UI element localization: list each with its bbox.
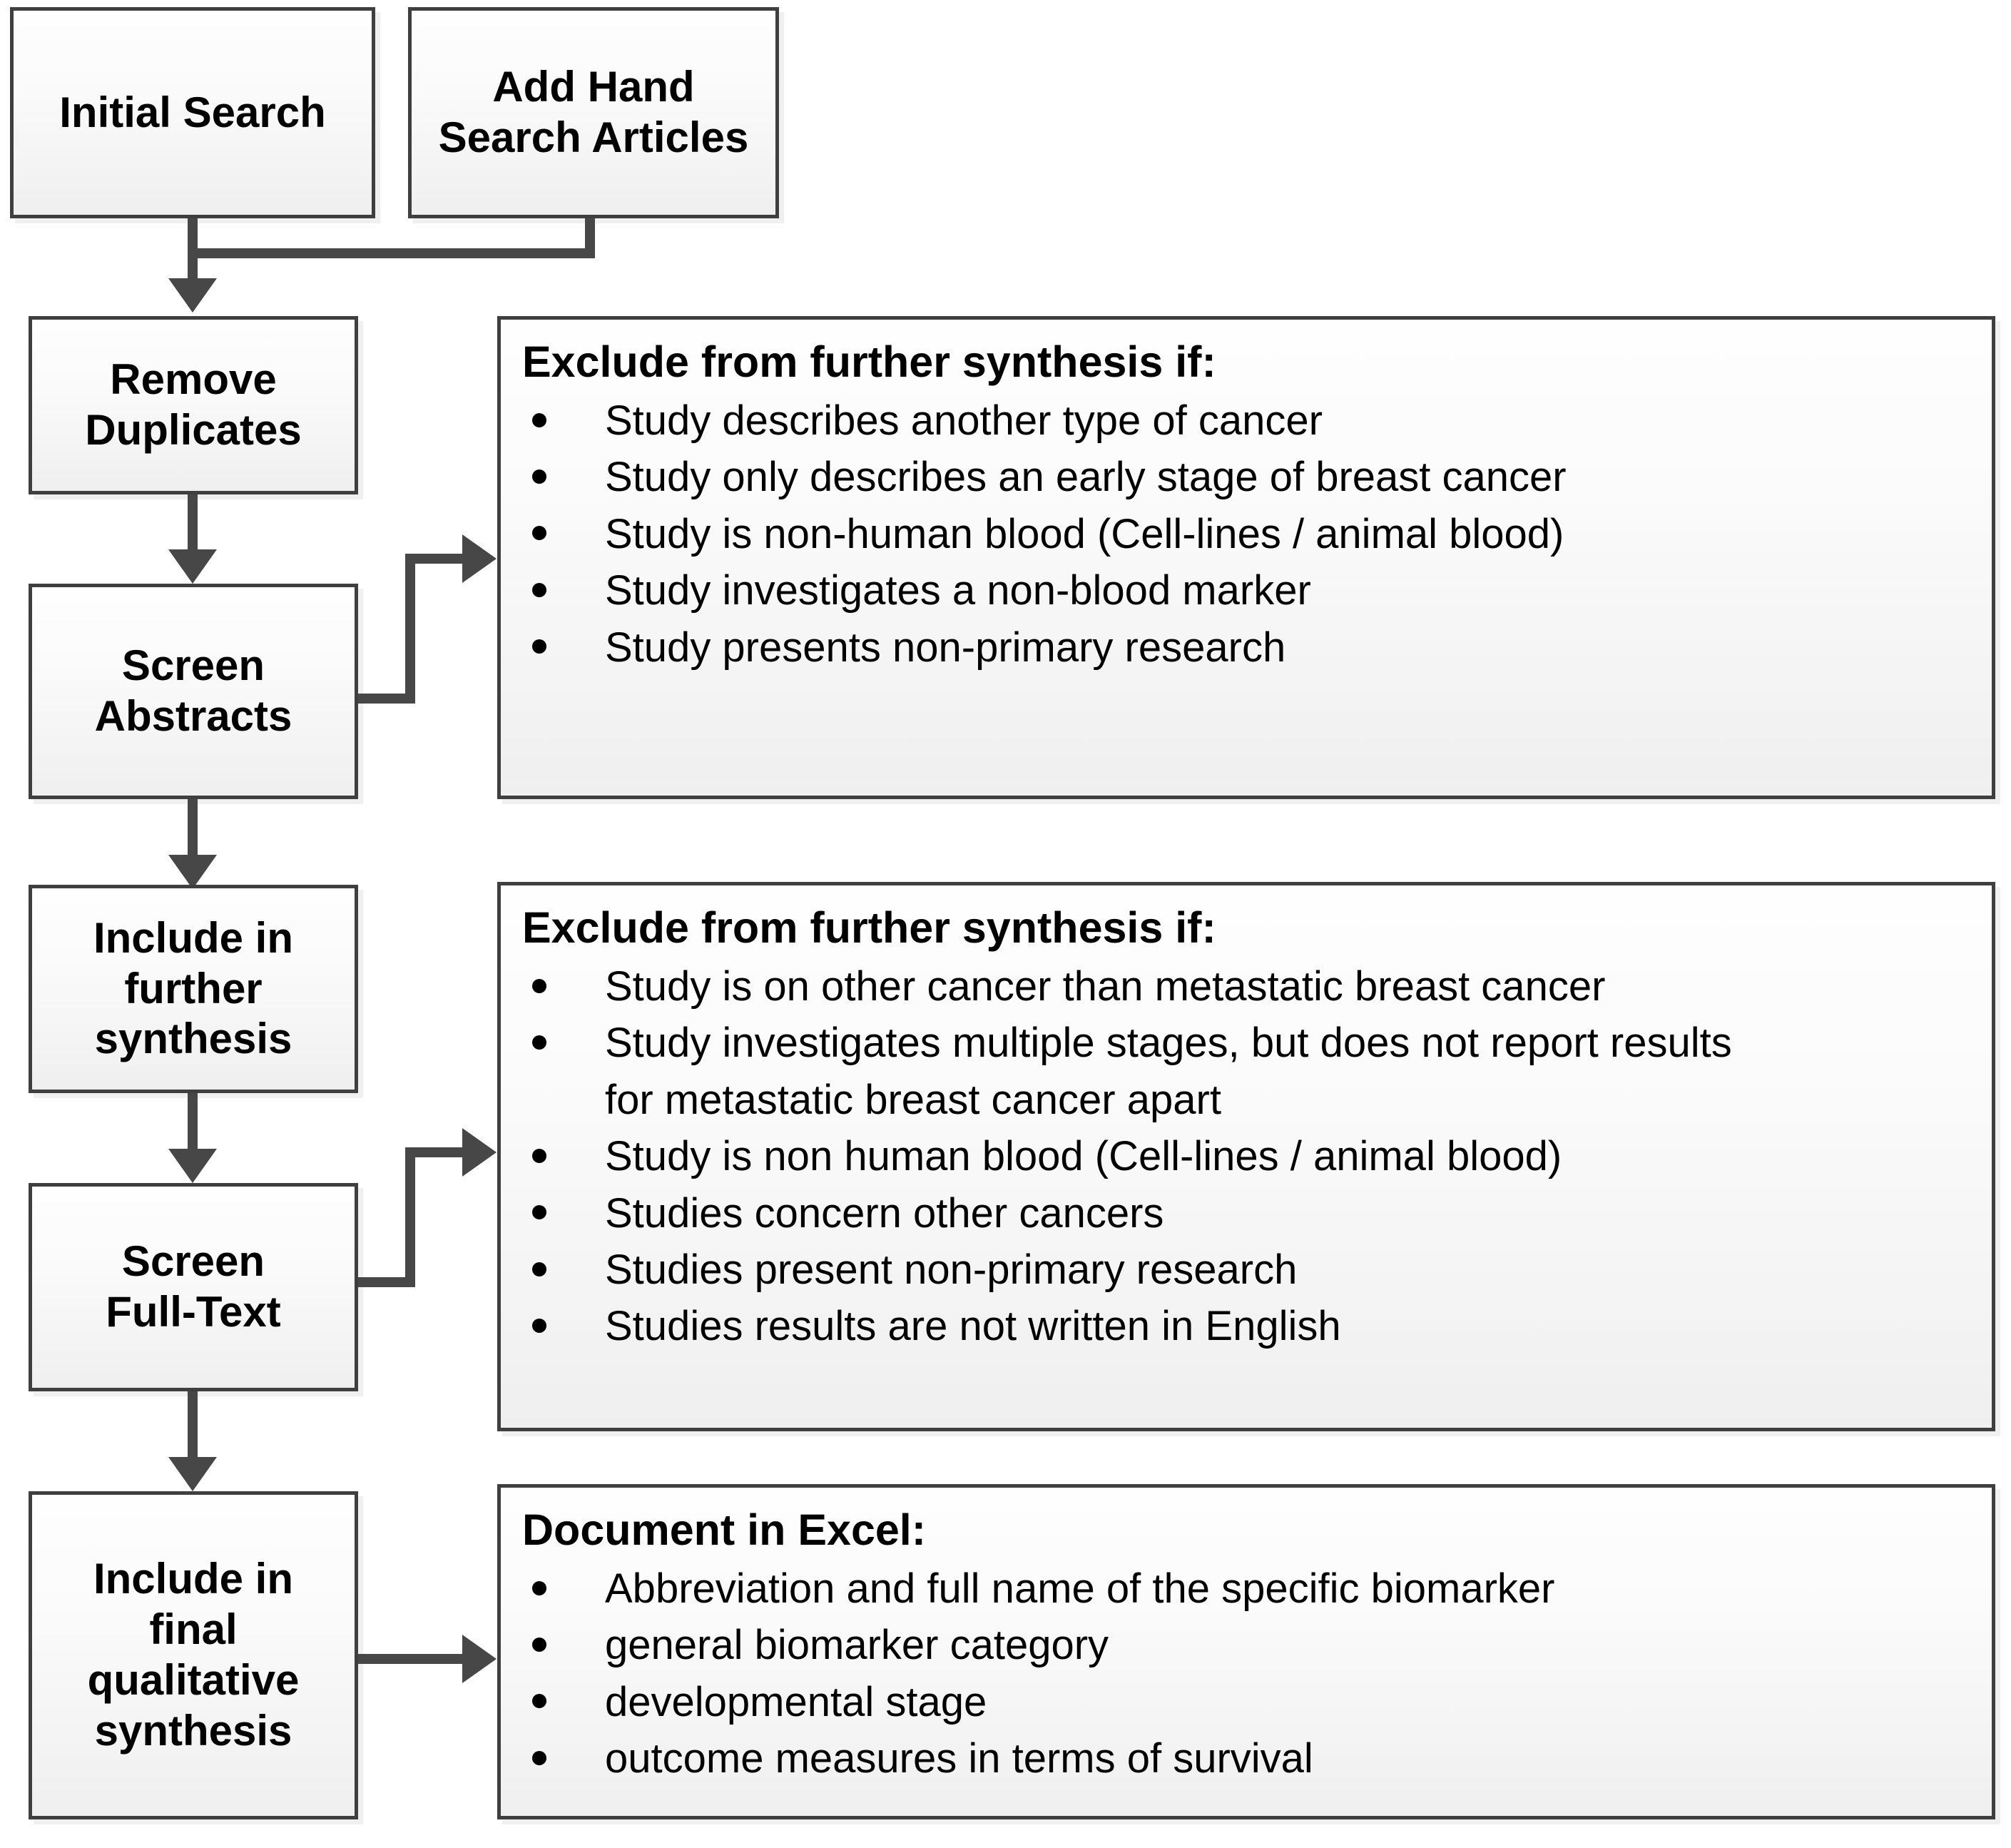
bullet-icon: [532, 1580, 546, 1595]
connector-full-text-to-include-final: [188, 1391, 198, 1474]
bullet-icon: [532, 978, 546, 993]
connector-abstracts-elbow-vertical: [405, 554, 415, 704]
list-item-text: outcome measures in terms of survival: [605, 1735, 1313, 1782]
list-item: Study investigates multiple stages, but …: [519, 1016, 1973, 1070]
node-screen-full-text-label: Screen Full-Text: [106, 1237, 281, 1336]
bullet-icon: [532, 639, 546, 654]
arrow-to-screen-full-text: [168, 1149, 217, 1183]
list-item-text: Studies concern other cancers: [605, 1189, 1164, 1237]
list-item: Studies present non-primary research: [519, 1243, 1973, 1296]
list-item-text: developmental stage: [605, 1678, 987, 1725]
connector-full-text-elbow-horizontal-lower: [358, 1277, 415, 1287]
panel-exclude-full-text-list: Study is on other cancer than metastatic…: [519, 960, 1973, 1354]
node-include-final-label: Include in final qualitative synthesis: [87, 1555, 300, 1755]
list-item-text: general biomarker category: [605, 1622, 1109, 1669]
list-item-text: Studies results are not written in Engli…: [605, 1303, 1341, 1350]
connector-duplicates-to-abstracts: [188, 494, 198, 564]
list-item: Studies concern other cancers: [519, 1187, 1973, 1240]
connector-full-text-elbow-horizontal-upper: [405, 1147, 477, 1157]
node-initial-search-label: Initial Search: [59, 88, 326, 136]
bullet-icon: [532, 1638, 546, 1652]
panel-exclude-full-text-title: Exclude from further synthesis if:: [522, 903, 1216, 952]
arrow-to-remove-duplicates: [168, 278, 217, 313]
node-initial-search[interactable]: Initial Search: [10, 7, 375, 218]
connector-abstracts-to-include-further: [188, 799, 198, 870]
bullet-icon: [532, 1205, 546, 1220]
node-include-further[interactable]: Include in further synthesis: [29, 885, 358, 1093]
panel-document-excel-list: Abbreviation and full name of the specif…: [519, 1562, 1973, 1786]
list-item: Study presents non-primary research: [519, 621, 1973, 674]
panel-document-excel-title: Document in Excel:: [522, 1506, 927, 1554]
connector-abstracts-elbow-horizontal-lower: [358, 694, 415, 704]
list-item-text: Study only describes an early stage of b…: [605, 454, 1567, 501]
arrow-to-include-final: [168, 1457, 217, 1491]
list-item: Abbreviation and full name of the specif…: [519, 1562, 1973, 1615]
list-item-text: Abbreviation and full name of the specif…: [605, 1565, 1555, 1612]
list-item: Study is non-human blood (Cell-lines / a…: [519, 507, 1973, 561]
arrow-to-exclude-full-text-panel: [462, 1128, 497, 1177]
list-item-continuation: for metastatic breast cancer apart: [519, 1073, 1973, 1127]
panel-exclude-abstracts: Exclude from further synthesis if: Study…: [497, 316, 1995, 799]
node-screen-abstracts-label: Screen Abstracts: [94, 641, 292, 740]
bullet-icon: [532, 1148, 546, 1163]
list-item: Study is on other cancer than metastatic…: [519, 960, 1973, 1013]
list-item-text: Study presents non-primary research: [605, 624, 1286, 671]
list-item: Study is non human blood (Cell-lines / a…: [519, 1129, 1973, 1183]
bullet-icon: [532, 1035, 546, 1050]
bullet-icon: [532, 1261, 546, 1276]
bullet-icon: [532, 469, 546, 484]
connector-full-text-elbow-vertical: [405, 1147, 415, 1287]
node-add-hand-search-label: Add Hand Search Articles: [438, 63, 749, 161]
list-item: Study only describes an early stage of b…: [519, 450, 1973, 504]
list-item-text: for metastatic breast cancer apart: [605, 1076, 1221, 1123]
node-remove-duplicates[interactable]: Remove Duplicates: [29, 316, 358, 494]
connector-abstracts-elbow-horizontal-upper: [405, 554, 477, 564]
node-add-hand-search[interactable]: Add Hand Search Articles: [408, 7, 779, 218]
connector-merge-horizontal: [188, 248, 595, 258]
panel-exclude-abstracts-list: Study describes another type of cancer S…: [519, 394, 1973, 674]
list-item: general biomarker category: [519, 1618, 1973, 1672]
connector-include-final-to-document: [358, 1654, 477, 1664]
list-item-text: Studies present non-primary research: [605, 1246, 1298, 1293]
connector-include-further-to-full-text: [188, 1093, 198, 1163]
list-item-text: Study investigates a non-blood marker: [605, 567, 1311, 614]
list-item-text: Study is non human blood (Cell-lines / a…: [605, 1133, 1562, 1180]
arrow-to-exclude-abstracts-panel: [462, 534, 497, 583]
list-item: Study describes another type of cancer: [519, 394, 1973, 447]
list-item: outcome measures in terms of survival: [519, 1732, 1973, 1785]
list-item-text: Study describes another type of cancer: [605, 397, 1323, 444]
bullet-icon: [532, 1694, 546, 1709]
panel-exclude-abstracts-title: Exclude from further synthesis if:: [522, 337, 1216, 386]
bullet-icon: [532, 412, 546, 427]
arrow-to-include-further: [168, 855, 217, 889]
connector-initial-search-stem: [188, 218, 198, 294]
list-item: developmental stage: [519, 1675, 1973, 1729]
list-item-text: Study investigates multiple stages, but …: [605, 1020, 1732, 1067]
panel-document-excel: Document in Excel: Abbreviation and full…: [497, 1484, 1995, 1819]
bullet-icon: [532, 526, 546, 541]
list-item: Study investigates a non-blood marker: [519, 564, 1973, 617]
panel-exclude-full-text: Exclude from further synthesis if: Study…: [497, 882, 1995, 1431]
bullet-icon: [532, 1750, 546, 1765]
arrow-to-screen-abstracts: [168, 549, 217, 584]
list-item: Studies results are not written in Engli…: [519, 1299, 1973, 1353]
list-item-text: Study is non-human blood (Cell-lines / a…: [605, 510, 1564, 557]
bullet-icon: [532, 1318, 546, 1333]
bullet-icon: [532, 582, 546, 597]
node-remove-duplicates-label: Remove Duplicates: [85, 355, 302, 454]
node-screen-full-text[interactable]: Screen Full-Text: [29, 1183, 358, 1391]
arrow-to-document-excel-panel: [462, 1635, 497, 1683]
node-include-final[interactable]: Include in final qualitative synthesis: [29, 1491, 358, 1819]
list-item-text: Study is on other cancer than metastatic…: [605, 963, 1606, 1010]
node-include-further-label: Include in further synthesis: [93, 913, 294, 1063]
node-screen-abstracts[interactable]: Screen Abstracts: [29, 584, 358, 799]
